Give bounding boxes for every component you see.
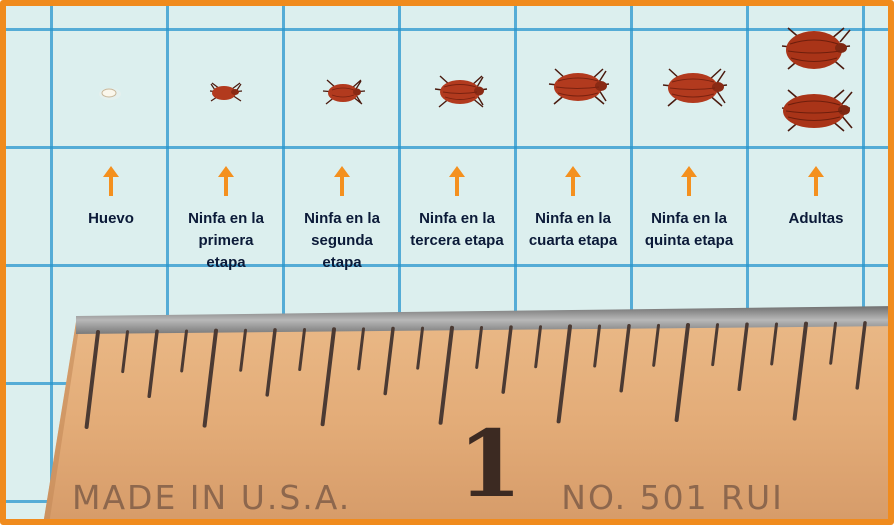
- ruler-tick: [772, 324, 777, 364]
- ruler-tick: [418, 328, 423, 368]
- ruler-tick: [890, 323, 894, 363]
- ruler-tick: [267, 330, 275, 395]
- ruler-text-left: MADE IN U.S.A.: [72, 478, 351, 517]
- arrow-up-icon: [102, 166, 120, 196]
- ruler-tick: [182, 331, 187, 371]
- ruler-text-right: NO. 501 RUI: [561, 478, 784, 517]
- ruler-tick: [323, 329, 334, 424]
- bedbug-nymph-icon: [284, 6, 400, 156]
- ruler-tick: [503, 327, 511, 392]
- ruler-tick: [739, 324, 747, 389]
- stage-second-nymph: Ninfa en la segunda etapa: [284, 6, 400, 296]
- arrow-up-icon: [680, 166, 698, 196]
- egg-icon: [53, 6, 169, 156]
- ruler-tick: [385, 329, 393, 394]
- bedbug-adult-icon: [758, 6, 874, 156]
- arrow-up-icon: [333, 166, 351, 196]
- ruler-tick: [795, 324, 806, 419]
- bedbug-nymph-icon: [399, 6, 515, 156]
- ruler-tick: [477, 327, 482, 367]
- stage-label: Ninfa en la primera etapa: [162, 208, 290, 274]
- bedbug-nymph-icon: [168, 6, 284, 156]
- arrow-up-icon: [217, 166, 235, 196]
- ruler-tick: [857, 323, 865, 388]
- ruler-tick: [87, 332, 98, 427]
- stage-egg: Huevo: [53, 6, 169, 296]
- ruler-tick: [831, 323, 836, 363]
- stage-label: Ninfa en la tercera etapa: [393, 208, 521, 252]
- ruler-inscription: MADE IN U.S.A. NO. 501 RUI: [72, 478, 892, 524]
- stage-first-nymph: Ninfa en la primera etapa: [168, 6, 284, 296]
- stage-fifth-nymph: Ninfa en la quinta etapa: [631, 6, 747, 296]
- ruler-tick: [241, 330, 246, 370]
- ruler-tick: [205, 331, 216, 426]
- ruler-tick: [713, 325, 718, 365]
- ruler-tick: [149, 331, 157, 396]
- stage-label: Adultas: [752, 208, 880, 230]
- ruler-tick: [559, 326, 570, 421]
- arrow-up-icon: [807, 166, 825, 196]
- stage-adults: Adultas: [758, 6, 874, 296]
- ruler-tick: [677, 325, 688, 420]
- ruler-tick: [123, 332, 128, 372]
- ruler-tick: [441, 328, 452, 423]
- ruler-tick: [300, 330, 305, 370]
- stage-label: Ninfa en la cuarta etapa: [509, 208, 637, 252]
- ruler-tick: [621, 326, 629, 391]
- bedbug-nymph-icon: [631, 6, 747, 156]
- arrow-up-icon: [448, 166, 466, 196]
- stage-label: Ninfa en la segunda etapa: [278, 208, 406, 274]
- ruler-tick: [536, 327, 541, 367]
- bedbug-nymph-icon: [515, 6, 631, 156]
- ruler-metal-edge: [76, 306, 894, 334]
- stage-fourth-nymph: Ninfa en la cuarta etapa: [515, 6, 631, 296]
- stage-label: Huevo: [47, 208, 175, 230]
- stage-label: Ninfa en la quinta etapa: [625, 208, 753, 252]
- ruler-tick: [595, 326, 600, 366]
- ruler-tick: [654, 325, 659, 365]
- arrow-up-icon: [564, 166, 582, 196]
- stage-third-nymph: Ninfa en la tercera etapa: [399, 6, 515, 296]
- ruler-tick: [359, 329, 364, 369]
